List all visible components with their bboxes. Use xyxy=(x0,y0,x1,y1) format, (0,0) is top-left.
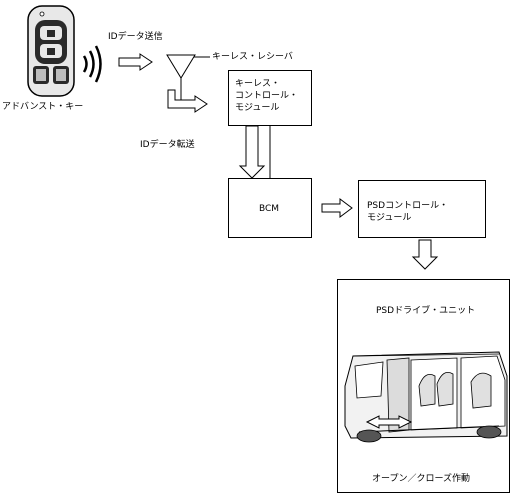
antenna-icon xyxy=(166,54,210,100)
psd-unit-title: PSDドライブ・ユニット xyxy=(376,306,476,316)
keyless-module-line3: モジュール xyxy=(235,103,280,113)
van-sliding-door-icon xyxy=(344,351,508,443)
arrow-id-send xyxy=(118,53,153,71)
key-label: アドバンスト・キー xyxy=(2,102,84,112)
bcm-box: BCM xyxy=(228,178,312,238)
arrow-module-to-bcm xyxy=(238,125,266,179)
keyless-module-line2: コントロール・ xyxy=(235,91,299,101)
psd-unit-caption: オープン／クローズ作動 xyxy=(372,474,471,484)
bcm-label: BCM xyxy=(259,204,280,214)
remote-key-icon xyxy=(27,5,75,97)
arrow-psd-to-unit xyxy=(411,239,439,270)
psd-module-line2: モジュール xyxy=(367,213,412,223)
id-send-label: IDデータ送信 xyxy=(108,32,163,42)
psd-drive-unit: PSDドライブ・ユニット オープン／クローズ作動 xyxy=(337,279,510,493)
arrow-bcm-to-psd xyxy=(321,198,353,218)
arrow-antenna-to-module xyxy=(167,89,208,113)
keyless-control-module: キーレス・ コントロール・ モジュール xyxy=(228,70,312,126)
id-transfer-label: IDデータ転送 xyxy=(140,140,195,150)
psd-module-line1: PSDコントロール・ xyxy=(367,201,449,211)
keyless-module-line1: キーレス・ xyxy=(235,79,281,89)
psd-control-module: PSDコントロール・ モジュール xyxy=(358,180,486,238)
radio-wave-icon xyxy=(82,45,102,83)
antenna-label: キーレス・レシーバ xyxy=(212,52,293,62)
